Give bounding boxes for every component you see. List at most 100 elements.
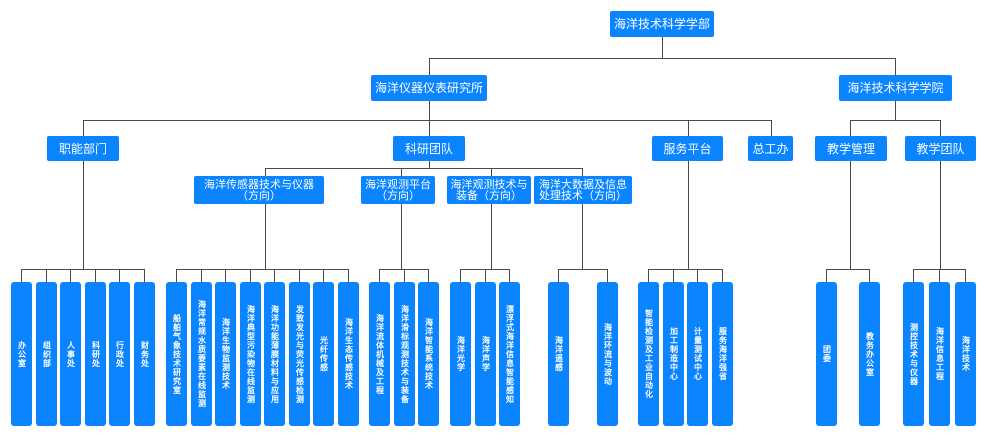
leaf-service-0[interactable]: 智能检测及工业自动化	[638, 282, 659, 426]
node-root[interactable]: 海洋技术科学学部	[610, 11, 714, 37]
connector-leaf-service-1	[673, 269, 674, 282]
leaf-label: 办公室	[17, 340, 27, 368]
connector-leaf-functional-0	[21, 269, 22, 282]
leaf-teaching_mgmt-1[interactable]: 教务办公室	[859, 282, 880, 426]
sensor-direction-line2: （方向）	[237, 189, 281, 202]
connector-research	[429, 120, 430, 136]
leaf-sensor-5[interactable]: 发致发光与荧光传感检测	[289, 282, 310, 426]
connector-leaf-service-3	[722, 269, 723, 282]
connector-bigdata-drop	[582, 204, 583, 269]
sensor-direction-line1: 海洋传感器技术与仪器	[204, 178, 314, 191]
leaf-observation_platform-2[interactable]: 海洋智能系统技术	[418, 282, 439, 426]
connector-leaf-teaching_mgmt-0	[826, 269, 827, 282]
leaf-label: 海洋滑标观测技术与装备	[400, 304, 410, 404]
leaf-observation_platform-1[interactable]: 海洋滑标观测技术与装备	[394, 282, 415, 426]
leaf-service-2[interactable]: 计量测试中心	[687, 282, 708, 426]
connector-leaf-bigdata-0	[558, 269, 559, 282]
leaf-bigdata-1[interactable]: 海洋环流与波动	[597, 282, 618, 426]
connector-obs-tech	[491, 168, 492, 176]
connector-bus-teaching_team	[913, 269, 966, 270]
leaf-sensor-7[interactable]: 海洋生态传感技术	[338, 282, 359, 426]
observation-platform-line2: （方向）	[376, 189, 420, 202]
leaf-functional-1[interactable]: 组织部	[36, 282, 57, 426]
leaf-teaching_team-1[interactable]: 海洋信息工程	[929, 282, 950, 426]
leaf-label: 团委	[822, 345, 832, 363]
leaf-label: 海洋遥感	[554, 336, 564, 372]
connector-leaf-sensor-2	[225, 269, 226, 282]
node-ocean-tech-college[interactable]: 海洋技术科学学院	[839, 75, 952, 101]
node-observation-platform-direction[interactable]: 海洋观测平台 （方向）	[361, 176, 435, 204]
connector-obs-tech-drop	[491, 204, 492, 269]
node-teaching-mgmt[interactable]: 教学管理	[815, 136, 887, 161]
leaf-teaching_mgmt-0[interactable]: 团委	[816, 282, 837, 426]
leaf-observation_platform-0[interactable]: 海洋流体机械及工程	[369, 282, 390, 426]
leaf-observation_tech-1[interactable]: 海洋声学	[475, 282, 496, 426]
leaf-bigdata-0[interactable]: 海洋遥感	[548, 282, 569, 426]
connector-functional-drop	[83, 161, 84, 269]
leaf-sensor-0[interactable]: 船舶气象技术研究室	[166, 282, 187, 426]
leaf-sensor-1[interactable]: 海洋常规水质要素在线监测	[191, 282, 212, 426]
node-observation-tech-direction[interactable]: 海洋观测技术与 装备（方向）	[447, 176, 531, 204]
node-bigdata-direction[interactable]: 海洋大数据及信息 处理技术（方向）	[534, 176, 632, 204]
leaf-functional-2[interactable]: 人事处	[60, 282, 81, 426]
connector-leaf-functional-1	[46, 269, 47, 282]
node-sensor-direction[interactable]: 海洋传感器技术与仪器 （方向）	[194, 176, 324, 204]
observation-tech-line1: 海洋观测技术与	[450, 178, 528, 191]
leaf-label: 船舶气象技术研究室	[172, 313, 182, 395]
leaf-teaching_team-0[interactable]: 测控技术与仪器	[903, 282, 924, 426]
connector-sensor	[265, 168, 266, 176]
leaf-label: 海洋信息工程	[935, 327, 945, 381]
connector-bus-observation_tech	[460, 269, 510, 270]
connector-leaf-observation_platform-2	[428, 269, 429, 282]
connector-leaf-functional-2	[70, 269, 71, 282]
leaf-functional-5[interactable]: 财务处	[134, 282, 155, 426]
connector-leaf-teaching_team-0	[913, 269, 914, 282]
connector-root-bus	[429, 58, 895, 59]
connector-leaf-teaching_mgmt-1	[869, 269, 870, 282]
leaf-sensor-6[interactable]: 光纤传感	[313, 282, 334, 426]
connector-leaf-sensor-7	[348, 269, 349, 282]
bigdata-line2: 处理技术（方向）	[539, 189, 627, 202]
leaf-sensor-3[interactable]: 海洋典型污染物在线监测	[240, 282, 261, 426]
node-general-office[interactable]: 总工办	[748, 136, 793, 161]
node-service-platform[interactable]: 服务平台	[652, 136, 723, 161]
connector-leaf-functional-3	[95, 269, 96, 282]
connector-institute-bus	[83, 120, 771, 121]
leaf-label: 海洋流体机械及工程	[375, 313, 385, 395]
leaf-functional-0[interactable]: 办公室	[11, 282, 32, 426]
leaf-label: 计量测试中心	[693, 327, 703, 381]
node-ocean-instrument-institute[interactable]: 海洋仪器仪表研究所	[371, 75, 487, 101]
connector-service	[688, 120, 689, 136]
connector-leaf-observation_platform-1	[404, 269, 405, 282]
node-functional-depts[interactable]: 职能部门	[47, 136, 119, 161]
connector-leaf-sensor-5	[299, 269, 300, 282]
node-teaching-team[interactable]: 教学团队	[905, 136, 976, 161]
leaf-observation_tech-2[interactable]: 漂浮式海洋信息智能感知	[499, 282, 520, 426]
leaf-label: 漂浮式海洋信息智能感知	[505, 304, 515, 404]
leaf-sensor-4[interactable]: 海洋功能薄膜材料与应用	[264, 282, 285, 426]
connector-leaf-sensor-6	[323, 269, 324, 282]
leaf-functional-4[interactable]: 行政处	[109, 282, 130, 426]
connector-bus-observation_platform	[379, 269, 429, 270]
connector-college-bus	[850, 120, 940, 121]
connector-bus-functional	[21, 269, 145, 270]
leaf-label: 行政处	[115, 340, 125, 368]
leaf-service-1[interactable]: 加工制造中心	[663, 282, 684, 426]
leaf-sensor-2[interactable]: 海洋生物监测技术	[215, 282, 236, 426]
leaf-label: 海洋智能系统技术	[424, 318, 434, 390]
connector-leaf-sensor-0	[176, 269, 177, 282]
connector-leaf-sensor-1	[201, 269, 202, 282]
connector-college	[895, 58, 896, 75]
leaf-functional-3[interactable]: 科研处	[85, 282, 106, 426]
connector-research-down	[429, 161, 430, 168]
leaf-label: 加工制造中心	[669, 327, 679, 381]
connector-obs-platform-drop	[401, 204, 402, 269]
leaf-label: 服务海洋强省	[718, 327, 728, 381]
leaf-label: 海洋声学	[481, 336, 491, 372]
leaf-teaching_team-2[interactable]: 海洋技术	[955, 282, 976, 426]
leaf-service-3[interactable]: 服务海洋强省	[712, 282, 733, 426]
connector-institute	[429, 58, 430, 75]
connector-teaching-mgmt	[850, 120, 851, 136]
node-research-teams[interactable]: 科研团队	[393, 136, 465, 161]
leaf-observation_tech-0[interactable]: 海洋光学	[450, 282, 471, 426]
